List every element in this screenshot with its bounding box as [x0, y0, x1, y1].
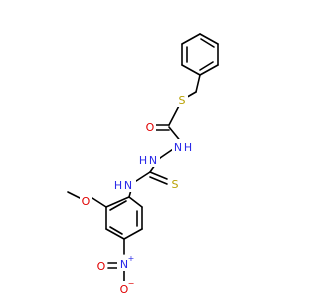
bond [199, 33, 219, 45]
bond [181, 33, 201, 45]
svg-text:H: H [184, 141, 192, 154]
bond [109, 226, 123, 235]
atom-nh-aryl: H N [112, 177, 136, 192]
svg-text:N: N [174, 141, 182, 154]
bond [109, 200, 127, 211]
atom-n-nitro: N + [117, 254, 135, 271]
svg-text:N: N [149, 154, 157, 167]
atom-nh-amide: N H [172, 139, 196, 154]
bond [67, 191, 81, 199]
svg-text:S: S [172, 178, 179, 191]
svg-text:+: + [128, 254, 135, 263]
svg-text:O: O [97, 260, 106, 273]
bond [149, 176, 168, 185]
bond [149, 171, 168, 180]
bond [199, 64, 219, 76]
atom-s-thioether: S [176, 92, 188, 107]
svg-text:−: − [128, 279, 135, 288]
atom-labels: S O N H H N S H N O N [80, 92, 196, 296]
atom-o-nitro-bottom: O − [117, 279, 135, 296]
atom-o-carbonyl: O [144, 119, 156, 134]
structure-diagram: S O N H H N S H N O N [67, 33, 219, 296]
svg-text:H: H [114, 179, 122, 192]
atom-nh-hydrazine: H N [136, 152, 160, 167]
svg-text:O: O [82, 195, 91, 208]
svg-text:S: S [179, 94, 186, 107]
atom-s-thione: S [169, 176, 181, 191]
bond [200, 38, 215, 48]
atom-o-methoxy: O [80, 193, 92, 208]
svg-text:O: O [120, 283, 129, 296]
svg-text:N: N [120, 258, 128, 271]
svg-text:H: H [139, 154, 147, 167]
bond [199, 61, 214, 71]
svg-text:O: O [146, 121, 155, 134]
bond [105, 196, 130, 208]
bond [128, 196, 143, 208]
bond [91, 197, 107, 208]
bond [123, 228, 143, 240]
bond [195, 74, 201, 93]
bond [181, 64, 201, 76]
atom-o-nitro-left: O [95, 258, 107, 273]
bond [105, 228, 125, 240]
svg-text:N: N [124, 179, 132, 192]
